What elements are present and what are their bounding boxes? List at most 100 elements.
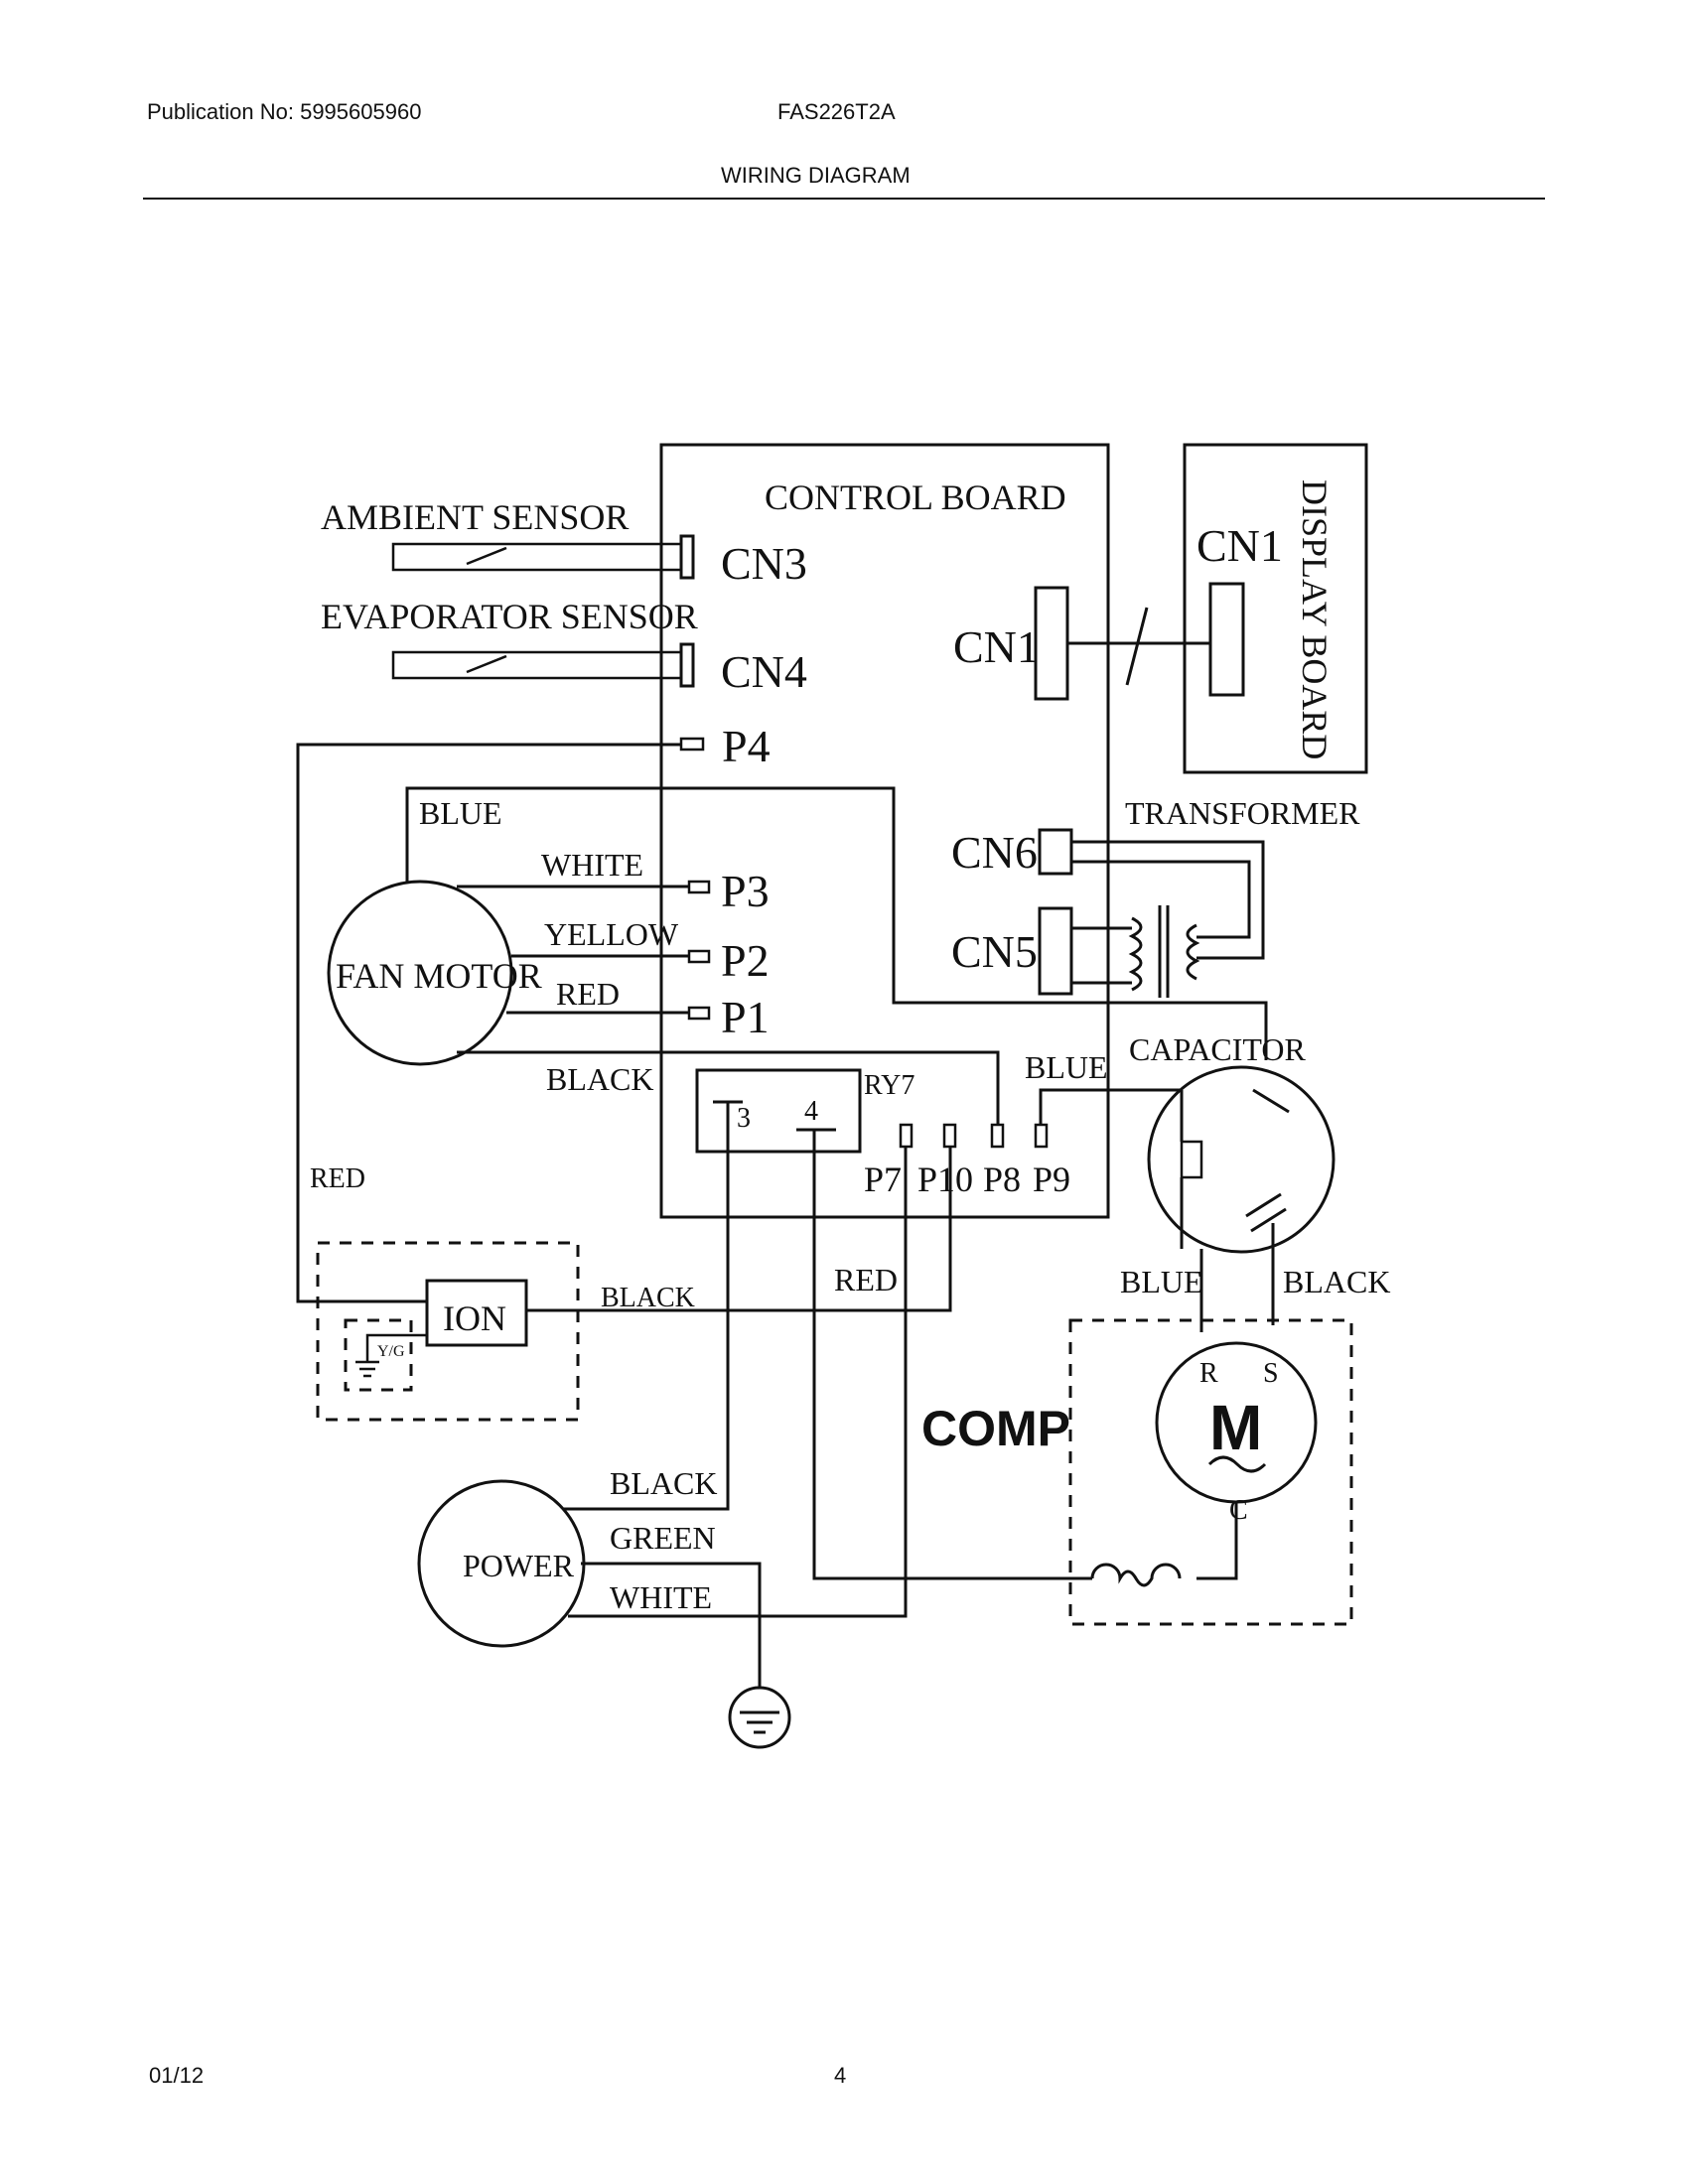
cn1-link-slash: [1125, 607, 1149, 686]
capacitor-mark-1: [1245, 1192, 1282, 1218]
capacitor-mark-2: [1250, 1207, 1287, 1233]
control-board-label: CONTROL BOARD: [765, 478, 1066, 517]
power-green-wire: [581, 1562, 762, 1688]
display-board-label: DISPLAY BOARD: [1295, 479, 1335, 759]
relay-terminal-3-label: 3: [737, 1103, 751, 1134]
display-cn1-label: CN1: [1196, 520, 1283, 571]
p9-blue-wire: [1039, 1088, 1182, 1125]
comp-c-wire: [1196, 1502, 1238, 1580]
ion-box: [425, 1279, 528, 1347]
page-title: WIRING DIAGRAM: [721, 163, 911, 188]
ambient-sensor-thermistor: [466, 546, 507, 566]
cn6-label: CN6: [951, 827, 1038, 878]
p1-label: P1: [721, 992, 770, 1042]
p9-label: P9: [1033, 1160, 1070, 1199]
fan-motor: [327, 880, 513, 1066]
wire-red-p10-label: RED: [834, 1262, 898, 1297]
relay-terminal-4-label: 4: [804, 1096, 818, 1127]
p9-terminal: [1034, 1123, 1049, 1149]
capacitor: [1147, 1065, 1336, 1254]
wire-black-power-label: BLACK: [610, 1465, 717, 1501]
cn5-label: CN5: [951, 926, 1038, 977]
p8-label: P8: [983, 1160, 1021, 1199]
power-white-wire: [568, 1147, 908, 1618]
ambient-sensor-label: AMBIENT SENSOR: [321, 497, 629, 537]
cn5-connector: [1038, 906, 1073, 996]
transformer-primary-coil: [1128, 916, 1143, 992]
p3-terminal: [687, 880, 711, 894]
cn6-wire-lower: [1071, 860, 1251, 939]
fan-black-wire: [457, 1050, 1000, 1125]
capacitor-plate: [1180, 1140, 1203, 1179]
ambient-sensor-probe: [391, 542, 683, 572]
overload-protector: [1090, 1563, 1182, 1587]
fan-motor-label: FAN MOTOR: [336, 956, 542, 996]
terminal-r-label: R: [1199, 1358, 1218, 1389]
ion-ground-wire: [365, 1333, 427, 1362]
header-rule: [143, 198, 1545, 200]
p4-label: P4: [722, 721, 771, 771]
board-cn1-connector: [1034, 586, 1069, 701]
cn3-label: CN3: [721, 538, 807, 589]
wire-red-ion-label: RED: [310, 1163, 365, 1194]
cn6-connector: [1038, 828, 1073, 876]
cn6-wire-upper: [1071, 840, 1265, 960]
transformer-label: TRANSFORMER: [1125, 795, 1360, 831]
cn4-label: CN4: [721, 646, 807, 697]
p1-terminal: [687, 1006, 711, 1021]
p10-label: P10: [917, 1160, 973, 1199]
p8-terminal: [990, 1123, 1005, 1149]
board-cn1-label: CN1: [953, 621, 1040, 672]
p7-label: P7: [864, 1160, 902, 1199]
wire-green-power-label: GREEN: [610, 1520, 716, 1556]
p4-terminal: [679, 737, 705, 751]
display-board-box: [1183, 443, 1368, 774]
evaporator-sensor-probe: [391, 650, 683, 680]
fan-blue-wire: [405, 786, 1268, 1060]
display-cn1-connector: [1208, 582, 1245, 697]
footer-page-number: 4: [834, 2063, 847, 2088]
wire-red-fan-label: RED: [556, 976, 620, 1012]
cn4-connector: [679, 642, 695, 688]
earth-ground-symbol: [728, 1686, 791, 1749]
motor-ac-symbol: [1207, 1455, 1267, 1473]
terminal-s-label: S: [1263, 1358, 1279, 1389]
capacitor-label: CAPACITOR: [1129, 1031, 1307, 1067]
publication-number: Publication No: 5995605960: [147, 99, 422, 124]
footer-date: 01/12: [149, 2063, 205, 2088]
control-board-box: [659, 443, 1110, 1219]
p4-red-wire: [296, 743, 681, 1303]
wire-black-ion-label: BLACK: [601, 1283, 695, 1313]
p10-terminal: [942, 1123, 957, 1149]
ry7-label: RY7: [864, 1070, 914, 1101]
wire-blue-p9-label: BLUE: [1025, 1049, 1108, 1085]
capacitor-lead-3: [1252, 1088, 1290, 1114]
wire-white-label: WHITE: [541, 847, 643, 883]
relay-4-wire: [812, 1130, 1092, 1580]
wire-blue-fan-label: BLUE: [419, 795, 502, 831]
p2-label: P2: [721, 935, 770, 986]
relay-ry7-box: [695, 1068, 862, 1154]
comp-label: COMP: [921, 1401, 1070, 1456]
model-number: FAS226T2A: [777, 99, 896, 124]
terminal-c-label: C: [1229, 1495, 1248, 1526]
wire-blue-comp-label: BLUE: [1120, 1264, 1203, 1299]
ion-ground-box: [344, 1318, 413, 1392]
wire-black-fan-label: BLACK: [546, 1061, 653, 1097]
power-label: POWER: [463, 1548, 575, 1583]
wire-white-power-label: WHITE: [610, 1579, 712, 1615]
transformer-secondary-coil: [1186, 923, 1200, 981]
wire-black-comp-label: BLACK: [1283, 1264, 1390, 1299]
evaporator-sensor-thermistor: [466, 654, 507, 674]
comp-dashed-box: [1068, 1318, 1353, 1626]
yg-label: Y/G: [377, 1343, 405, 1360]
p2-terminal: [687, 949, 711, 964]
p10-red-wire: [526, 1147, 952, 1312]
power-black-wire: [564, 1102, 730, 1511]
cn3-connector: [679, 534, 695, 580]
ion-label: ION: [443, 1298, 506, 1338]
p3-label: P3: [721, 866, 770, 916]
motor-m-label: M: [1209, 1392, 1262, 1463]
p7-terminal: [899, 1123, 914, 1149]
